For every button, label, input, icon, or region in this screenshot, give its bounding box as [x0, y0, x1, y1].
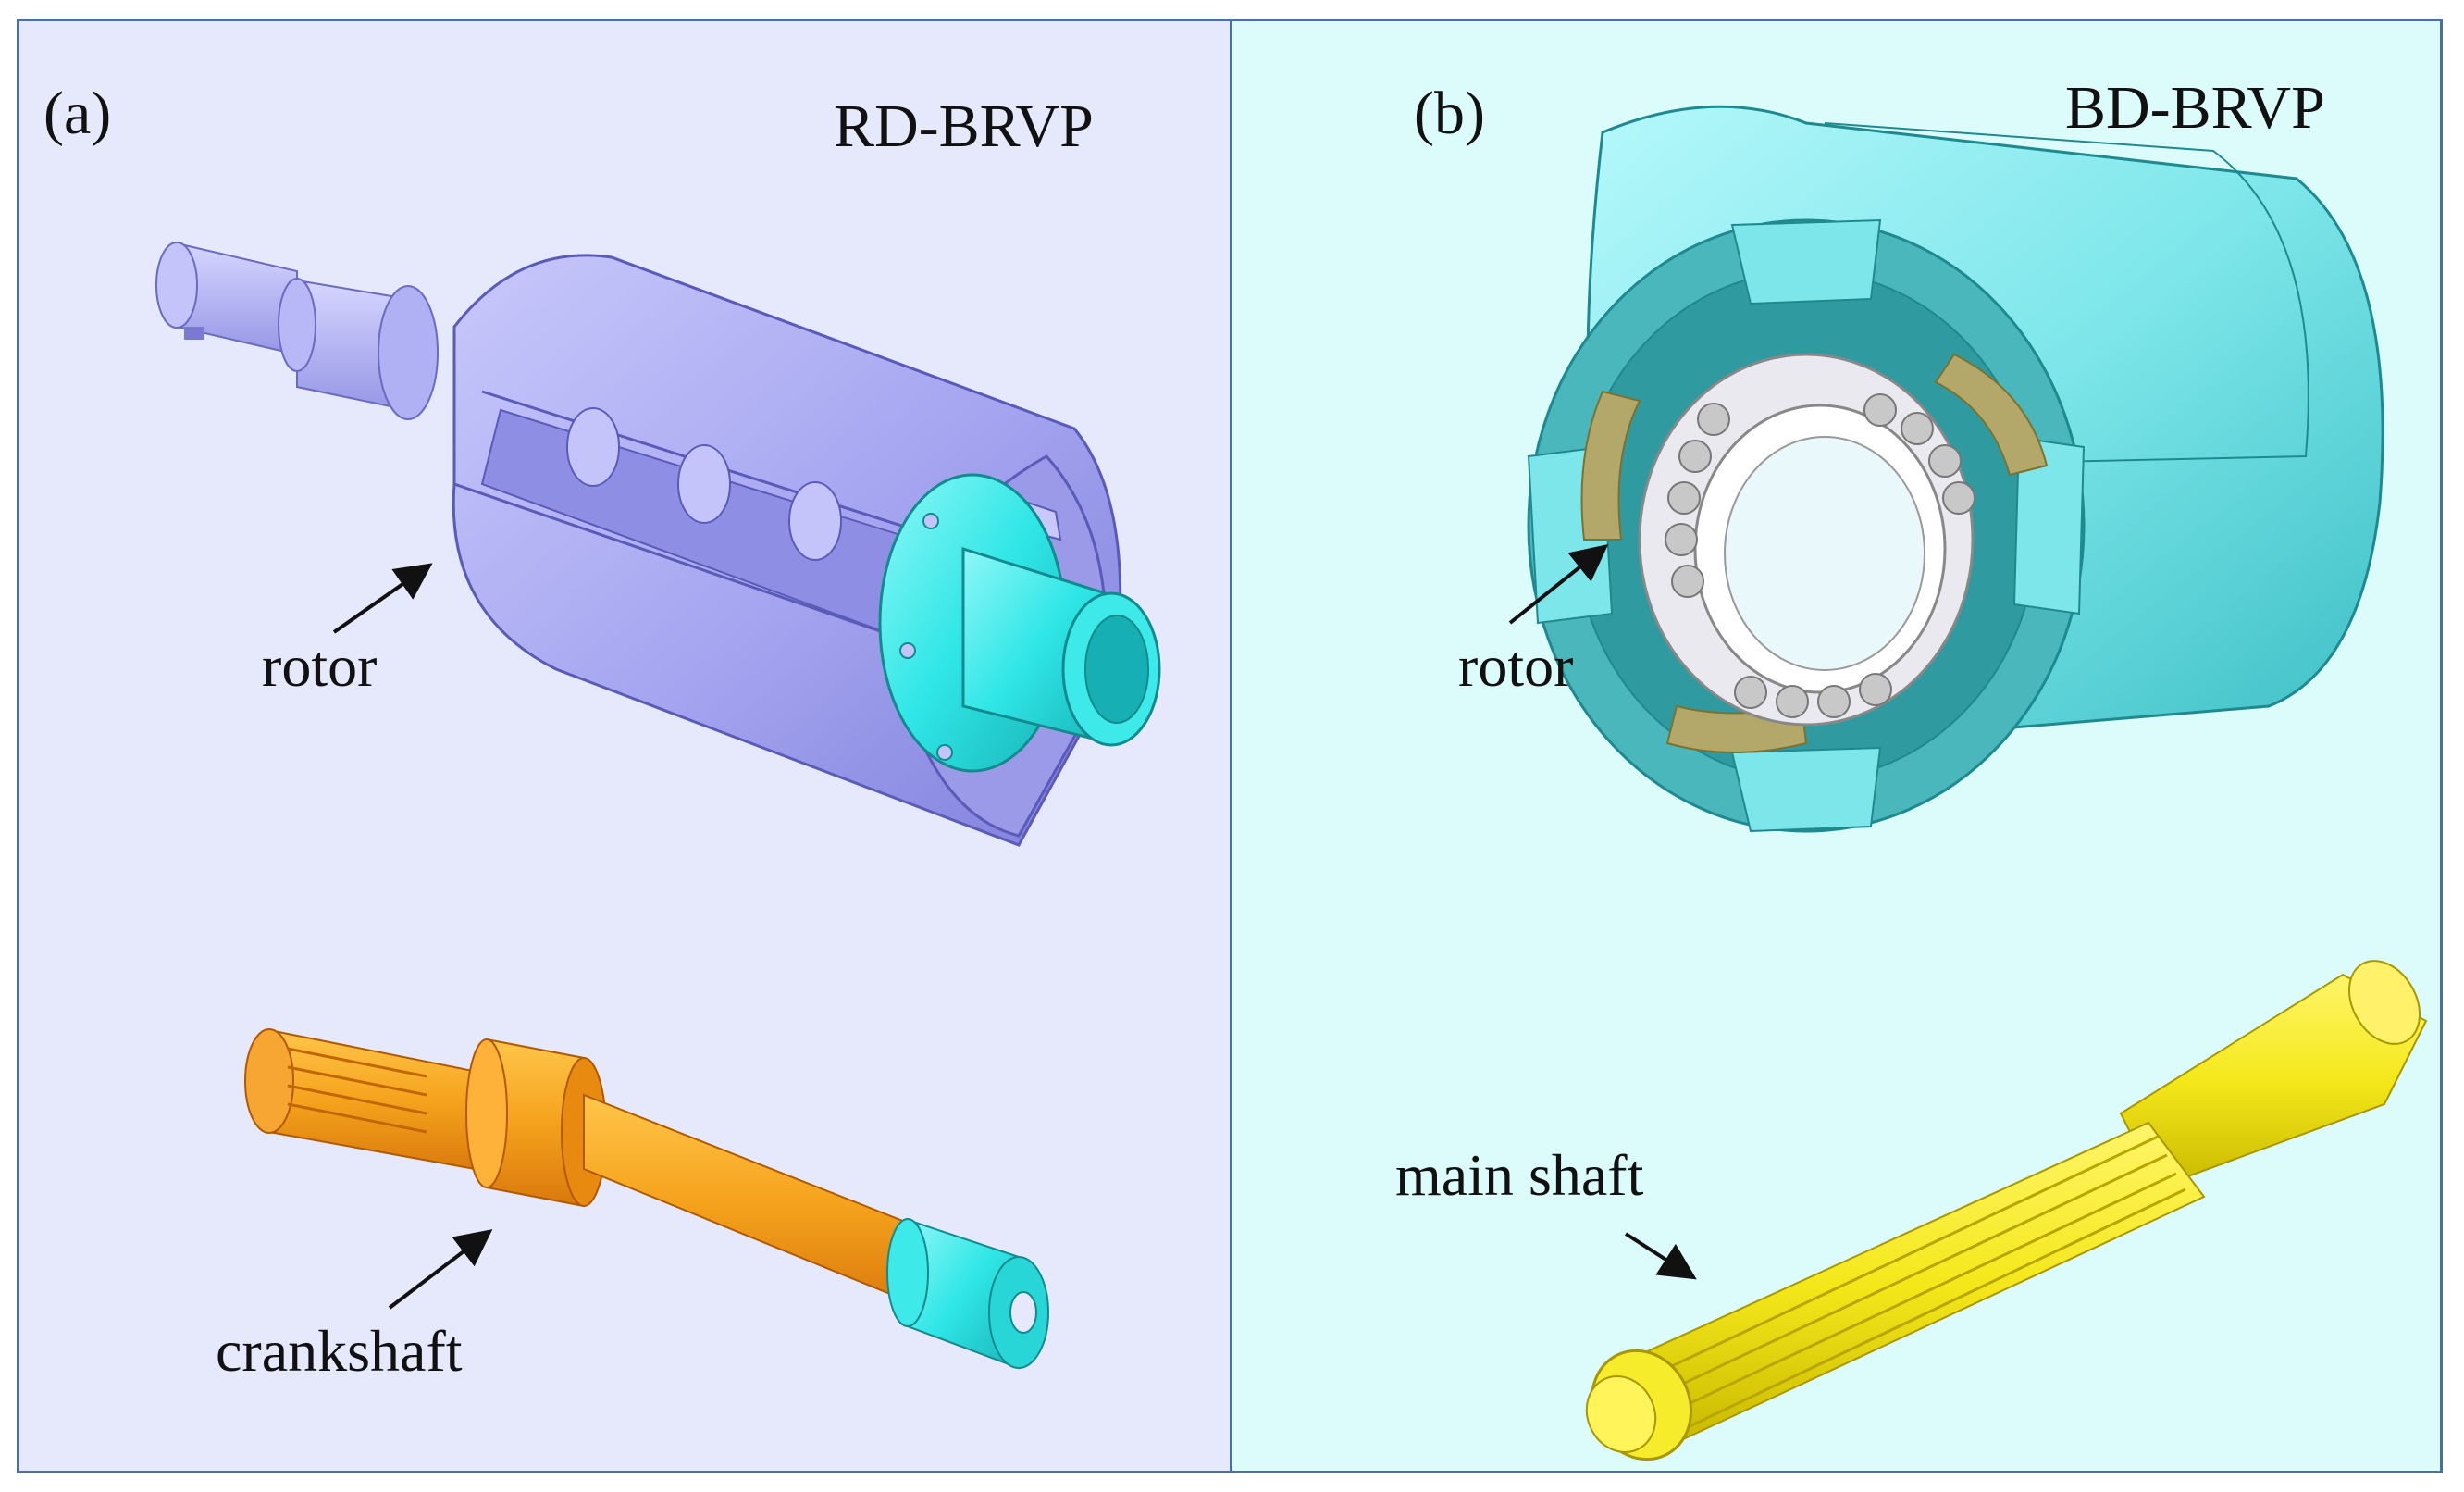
rotor-a-shaft: [155, 242, 439, 420]
crankshaft-arrow: [388, 1229, 493, 1310]
panel-b-label: (b): [1414, 80, 1485, 147]
figure-frame: (a) RD-BRVP rotor crankshaft: [17, 19, 2443, 1473]
panel-b-title: BD-BRVP: [2065, 74, 2325, 142]
rotor-a-flange: [878, 473, 1161, 773]
crankshaft: [244, 1028, 1049, 1370]
rotor-b-body: [1527, 105, 2384, 833]
rotor-b-arrow: [1508, 544, 1609, 625]
main-shaft: [1585, 960, 2428, 1461]
main-shaft-callout: main shaft: [1395, 1142, 1644, 1208]
panel-a: (a) RD-BRVP rotor crankshaft: [19, 21, 1232, 1471]
panel-a-label: (a): [43, 80, 112, 147]
rd-brvp-illustration: [155, 242, 1161, 1370]
panel-b: (b) BD-BRVP rotor main shaft: [1232, 21, 2440, 1471]
bd-brvp-illustration: [1508, 105, 2428, 1461]
panel-a-title: RD-BRVP: [834, 93, 1094, 160]
crankshaft-callout: crankshaft: [216, 1318, 463, 1384]
rotor-a-callout: rotor: [262, 633, 378, 699]
rotor-b-callout: rotor: [1458, 633, 1574, 699]
main-shaft-arrow: [1624, 1232, 1697, 1280]
rotor-a-arrow: [332, 563, 433, 634]
